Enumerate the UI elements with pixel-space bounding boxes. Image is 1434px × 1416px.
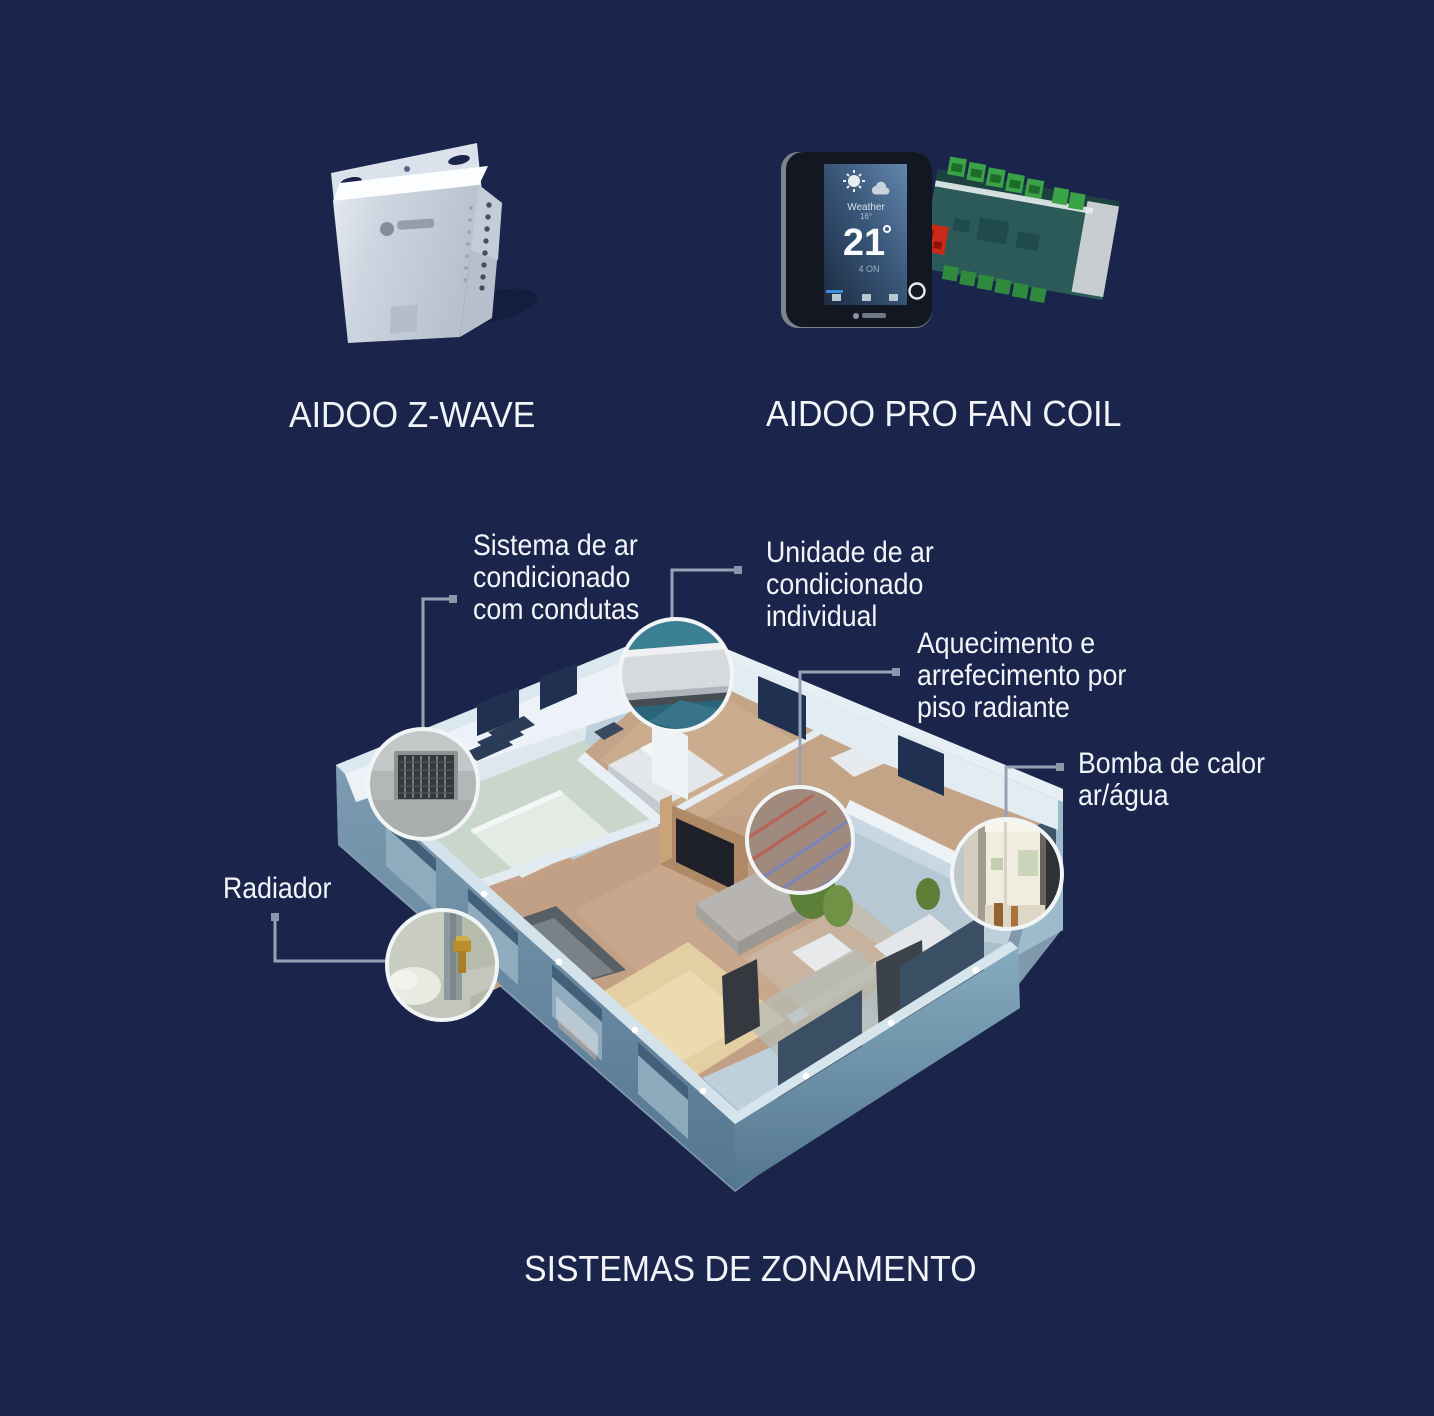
svg-text:16°: 16° [860,212,872,221]
svg-text:21: 21 [843,222,885,264]
svg-text:Weather: Weather [847,202,885,213]
svg-text:4 ON: 4 ON [858,264,879,274]
